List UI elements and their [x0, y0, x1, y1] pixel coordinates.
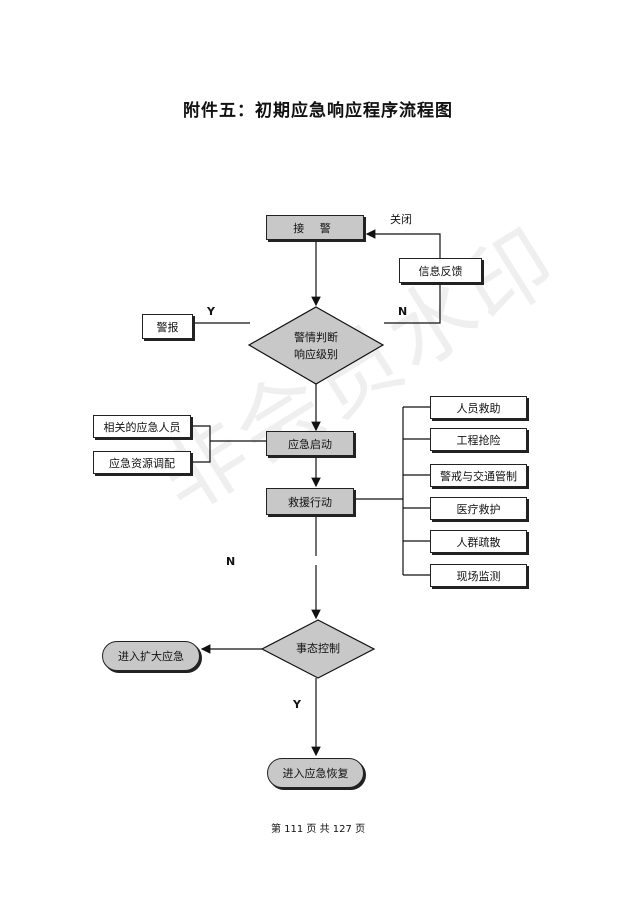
footer-prefix: 第	[270, 824, 281, 835]
action-box-evacuation: 人群疏散	[430, 530, 527, 553]
event-control-text: 事态控制	[296, 642, 340, 655]
rescue-action-box: 救援行动	[266, 488, 354, 515]
judge-diamond	[247, 306, 385, 385]
page-footer: 第 111 页 共 127 页	[0, 820, 636, 835]
connector-feedback-alarm	[365, 229, 441, 258]
footer-middle: 页 共	[306, 824, 330, 835]
report-box: 警报	[142, 314, 193, 339]
footer-total-pages: 127	[332, 824, 352, 835]
expand-emergency-pill: 进入扩大应急	[102, 641, 200, 671]
no-label-mid: N	[226, 555, 236, 568]
control-diamond	[260, 619, 376, 679]
info-feedback-box: 信息反馈	[399, 258, 482, 283]
recover-emergency-pill: 进入应急恢复	[267, 758, 364, 788]
judge-text: 警情判断 响应级别	[266, 329, 366, 363]
no-label-top: N	[398, 305, 408, 318]
yes-label-bottom: Y	[293, 698, 301, 711]
resources-box: 应急资源调配	[93, 451, 191, 474]
connector-judge-feedback	[384, 283, 441, 324]
action-box-medical: 医疗救护	[430, 497, 527, 520]
footer-suffix: 页	[355, 824, 366, 835]
action-box-traffic-control: 警戒与交通管制	[430, 464, 527, 487]
receive-alarm-box: 接 警	[266, 215, 364, 240]
personnel-box: 相关的应急人员	[93, 415, 191, 438]
judge-text-line2: 响应级别	[294, 348, 338, 361]
launch-box: 应急启动	[266, 431, 354, 456]
action-box-monitoring: 现场监测	[430, 564, 527, 587]
close-label: 关闭	[390, 213, 412, 226]
yes-label-top: Y	[207, 305, 215, 318]
action-box-rescue-people: 人员救助	[430, 396, 527, 419]
judge-text-line1: 警情判断	[294, 331, 338, 344]
page-title: 附件五：初期应急响应程序流程图	[183, 101, 453, 121]
footer-page-number: 111	[284, 824, 304, 835]
action-box-engineering: 工程抢险	[430, 428, 527, 451]
brace-left	[191, 425, 211, 463]
